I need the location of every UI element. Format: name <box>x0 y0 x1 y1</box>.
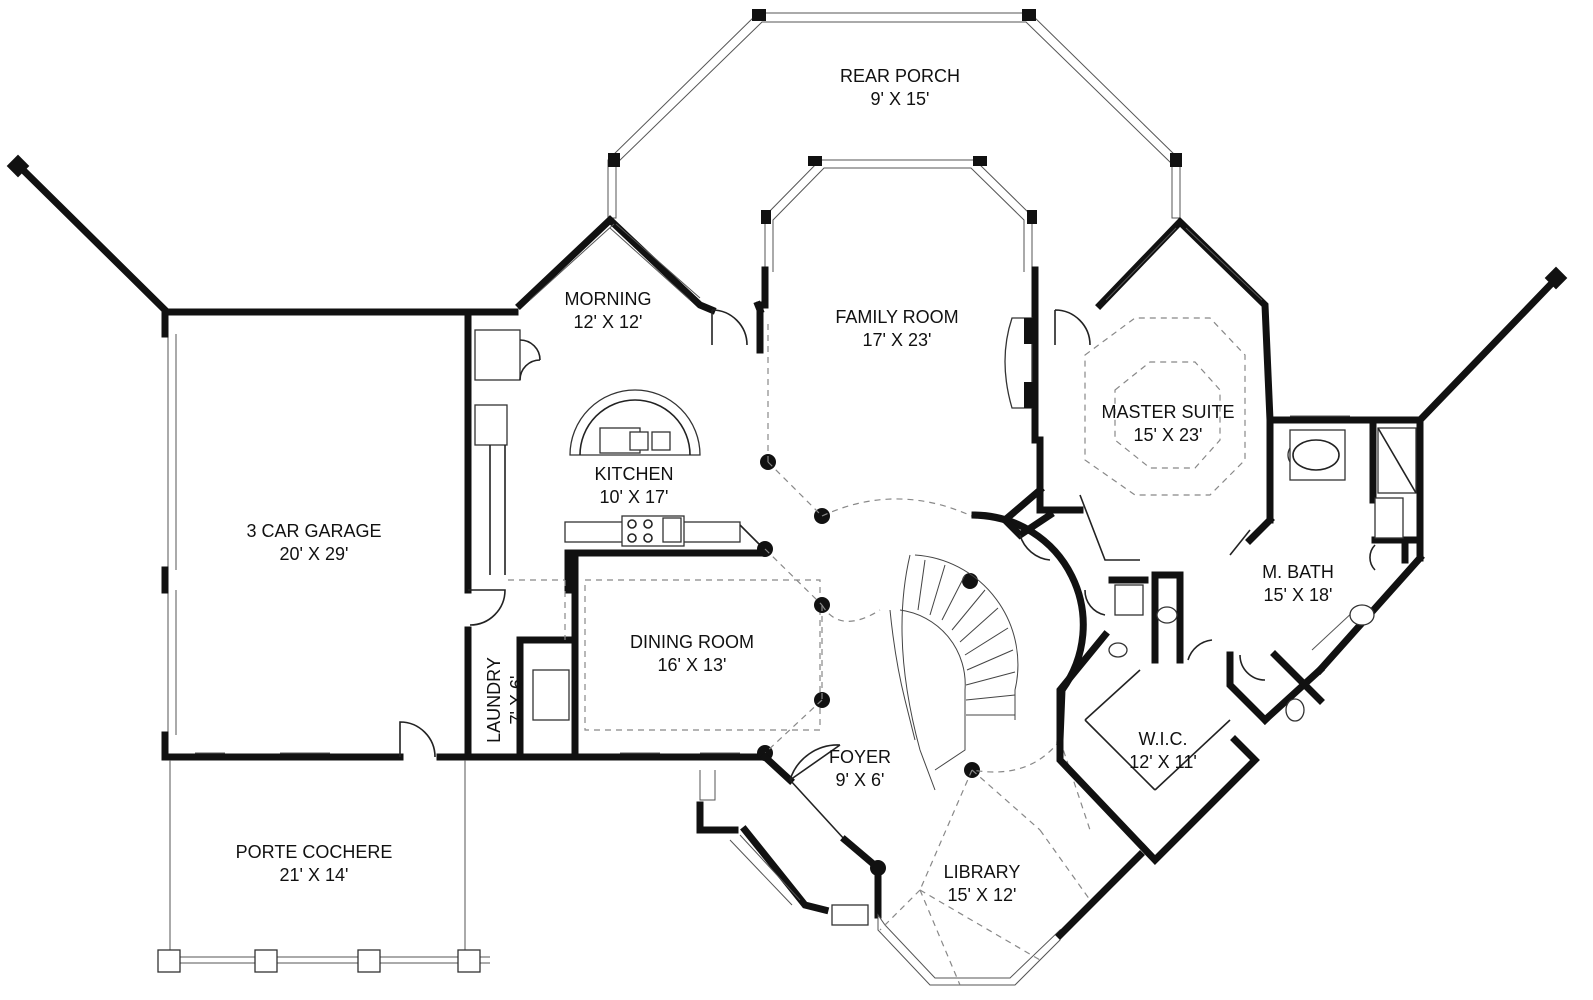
wic-dims: 12' X 11' <box>1129 752 1197 772</box>
morning-dims: 12' X 12' <box>574 312 643 332</box>
label-morning: MORNING 12' X 12' <box>565 289 652 332</box>
garage-name: 3 CAR GARAGE <box>246 521 381 541</box>
foyer-dims: 9' X 6' <box>836 770 885 790</box>
family-room-walls <box>756 156 1039 444</box>
morning-walls <box>515 215 765 346</box>
garage-walls <box>6 154 564 761</box>
label-master-suite: MASTER SUITE 15' X 23' <box>1101 402 1234 445</box>
family-room-name: FAMILY ROOM <box>835 307 958 327</box>
kitchen-name: KITCHEN <box>594 464 673 484</box>
label-dining-room: DINING ROOM 16' X 13' <box>630 632 754 675</box>
porte-cochere <box>157 760 490 973</box>
dining-room-name: DINING ROOM <box>630 632 754 652</box>
label-wic: W.I.C. 12' X 11' <box>1129 729 1197 772</box>
label-m-bath: M. BATH 15' X 18' <box>1262 562 1334 605</box>
master-suite-walls <box>1036 217 1275 561</box>
laundry-dims: 7' X 6' <box>507 676 527 725</box>
library-dims: 15' X 12' <box>948 885 1017 905</box>
foyer-name: FOYER <box>829 747 891 767</box>
laundry-name: LAUNDRY <box>484 657 504 743</box>
label-kitchen: KITCHEN 10' X 17' <box>594 464 673 507</box>
foyer-library-walls <box>696 744 1145 986</box>
master-suite-name: MASTER SUITE <box>1101 402 1234 422</box>
label-laundry: LAUNDRY 7' X 6' <box>484 657 527 743</box>
dining-walls <box>508 551 821 761</box>
label-garage: 3 CAR GARAGE 20' X 29' <box>246 521 381 564</box>
m-bath-dims: 15' X 18' <box>1264 585 1333 605</box>
label-rear-porch: REAR PORCH 9' X 15' <box>840 66 960 109</box>
label-foyer: FOYER 9' X 6' <box>829 747 891 790</box>
morning-name: MORNING <box>565 289 652 309</box>
kitchen-dims: 10' X 17' <box>600 487 669 507</box>
bath-wic-walls <box>999 266 1568 866</box>
stair <box>889 511 1091 831</box>
garage-dims: 20' X 29' <box>280 544 349 564</box>
porte-cochere-dims: 21' X 14' <box>280 865 349 885</box>
rear-porch-dims: 9' X 15' <box>871 89 930 109</box>
dining-room-dims: 16' X 13' <box>658 655 727 675</box>
m-bath-name: M. BATH <box>1262 562 1334 582</box>
family-room-dims: 17' X 23' <box>863 330 932 350</box>
wic-name: W.I.C. <box>1139 729 1188 749</box>
label-porte-cochere: PORTE COCHERE 21' X 14' <box>236 842 393 885</box>
master-suite-dims: 15' X 23' <box>1134 425 1203 445</box>
columns <box>757 320 981 876</box>
rear-porch-outline <box>607 9 1182 219</box>
label-family-room: FAMILY ROOM 17' X 23' <box>835 307 958 350</box>
porte-cochere-name: PORTE COCHERE <box>236 842 393 862</box>
rear-porch-name: REAR PORCH <box>840 66 960 86</box>
library-name: LIBRARY <box>944 862 1021 882</box>
label-library: LIBRARY 15' X 12' <box>944 862 1021 905</box>
kitchen-fixtures <box>564 389 764 594</box>
